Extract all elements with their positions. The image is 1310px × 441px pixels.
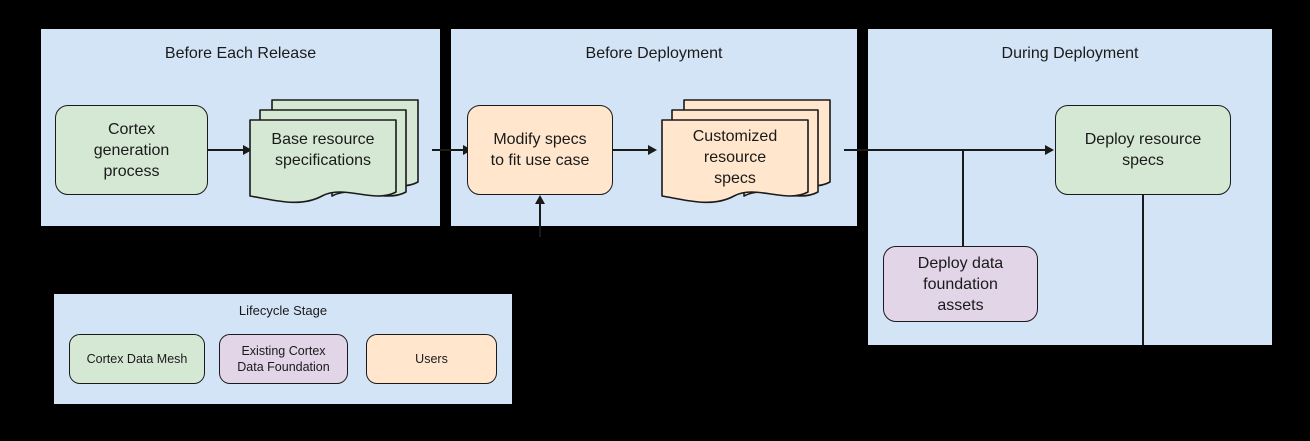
node-deploy-resource-specs[interactable]: Deploy resource specs [1055, 105, 1231, 195]
legend-item-cortex-data-mesh[interactable]: Cortex Data Mesh [69, 334, 205, 384]
connector-modify-to-crs [613, 149, 651, 151]
node-label-modify-specs-to-fit-use-case: Modify specs to fit use case [490, 131, 590, 169]
legend-item-users[interactable]: Users [366, 334, 497, 384]
connector-external-to-modify [539, 204, 541, 237]
legend-item-label-existing-cortex-data-foundation: Existing Cortex Data Foundation [237, 344, 330, 374]
node-label-cortex-generation-process: Cortex generation process [93, 120, 170, 180]
node-customized-resource-specs[interactable]: Customized resource specs [660, 88, 846, 210]
legend-item-label-users: Users [415, 352, 448, 366]
node-cortex-generation-process[interactable]: Cortex generation process [55, 105, 208, 195]
legend-title: Lifecycle Stage [238, 303, 328, 318]
panel-title-before-deployment: Before Deployment [585, 45, 723, 62]
panel-title-during-deployment: During Deployment [1001, 45, 1139, 62]
node-label-deploy-resource-specs: Deploy resource specs [1084, 131, 1202, 169]
connector-brs-to-modify-overlay [432, 149, 466, 151]
node-base-resource-specifications[interactable]: Base resource specifications [248, 88, 434, 210]
legend-item-label-cortex-data-mesh: Cortex Data Mesh [86, 352, 188, 366]
connector-foundation-to-junction [962, 149, 964, 248]
connector-crs-to-deploy-specs [844, 149, 1050, 151]
arrowhead-modify-to-crs [648, 144, 657, 155]
node-deploy-data-foundation-assets[interactable]: Deploy data foundation assets [883, 246, 1038, 322]
connector-cgp-to-brs [208, 149, 246, 151]
arrowhead-crs-to-deploy-specs [1045, 144, 1054, 155]
node-label-base-resource-specifications: Base resource specifications [271, 131, 375, 169]
arrowhead-external-to-modify [534, 195, 545, 204]
node-modify-specs-to-fit-use-case[interactable]: Modify specs to fit use case [467, 105, 613, 195]
panel-title-before-each-release: Before Each Release [164, 45, 317, 62]
arrowhead-cgp-to-brs [243, 144, 252, 155]
legend-item-existing-cortex-data-foundation[interactable]: Existing Cortex Data Foundation [219, 334, 348, 384]
node-label-customized-resource-specs: Customized resource specs [692, 127, 778, 187]
node-label-deploy-data-foundation-assets: Deploy data foundation assets [917, 254, 1004, 314]
connector-deploy-specs-downstream [1142, 194, 1144, 345]
